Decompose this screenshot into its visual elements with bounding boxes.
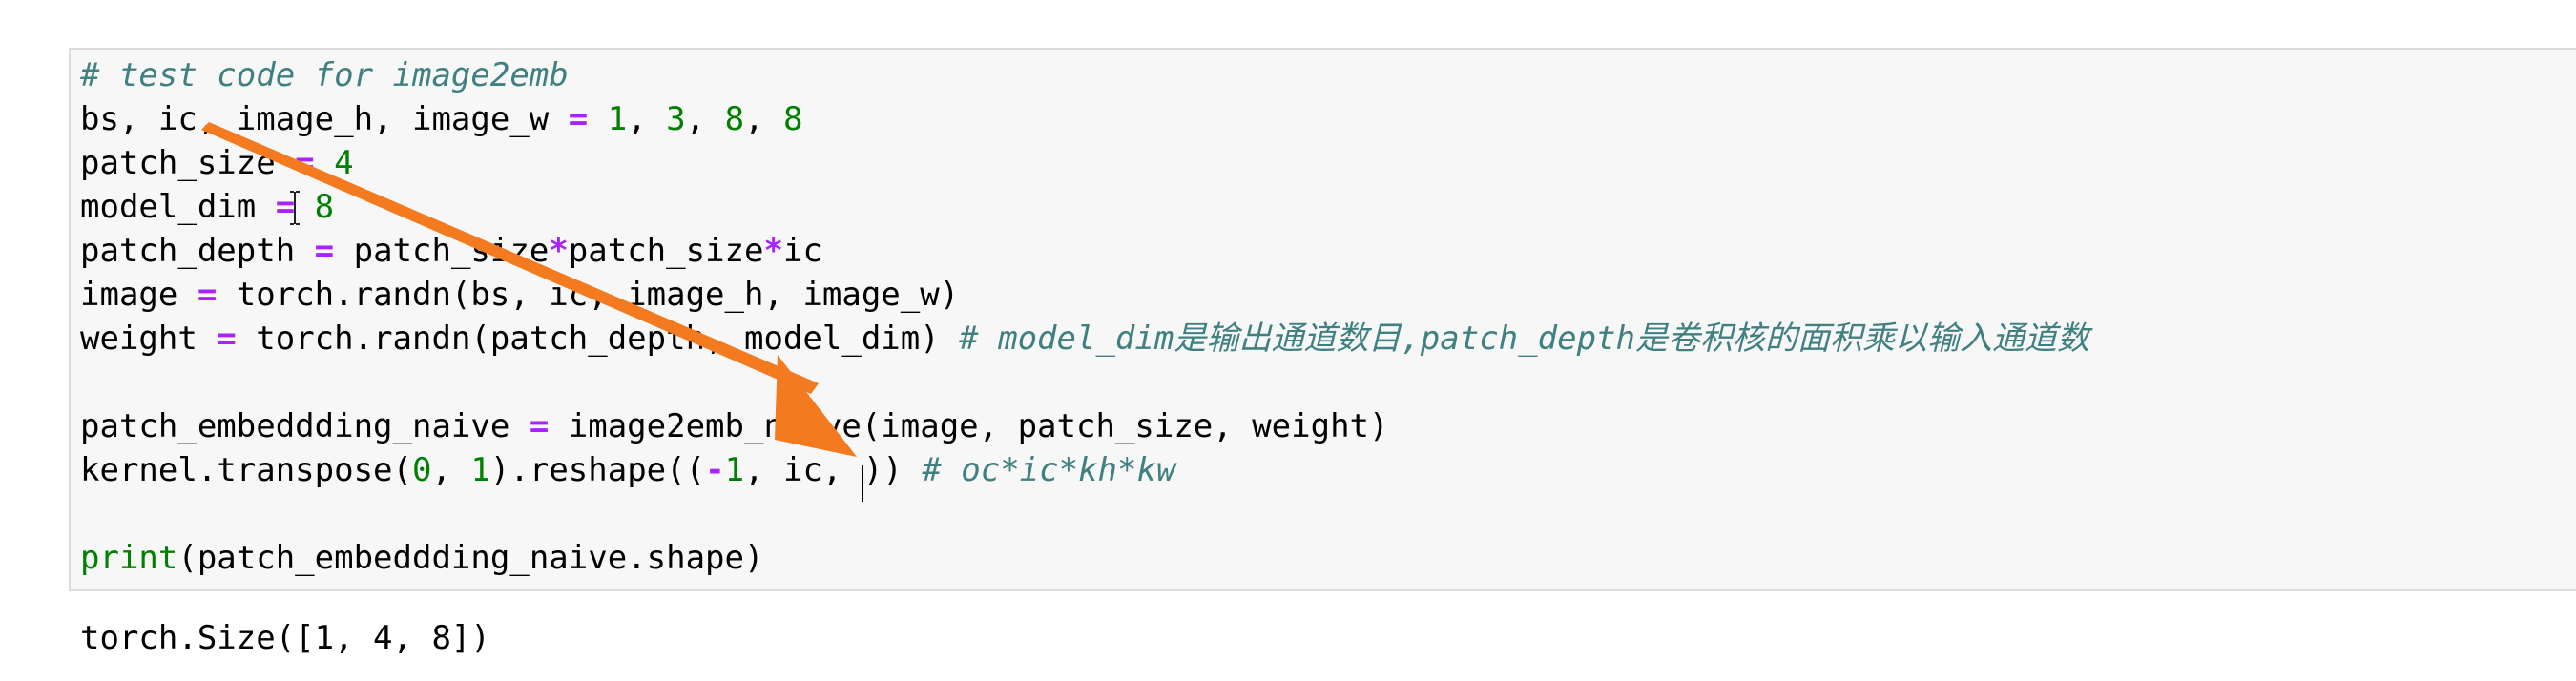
code-line: patch_embeddding_naive = image2emb_naive…	[80, 404, 2089, 448]
code-token: 1	[470, 451, 490, 489]
code-token: ,	[744, 100, 784, 138]
code-line: # test code for image2emb	[80, 53, 2089, 97]
code-token: model_dim	[80, 188, 276, 226]
code-line: image = torch.randn(bs, ic, image_h, ima…	[80, 273, 2089, 317]
code-token: *	[549, 232, 569, 270]
code-token: -	[705, 451, 725, 489]
code-line: model_dim = 8	[80, 185, 2089, 229]
code-comment: # model_dim是输出通道数目,patch_depth是卷积核的面积乘以输…	[959, 320, 2089, 358]
code-token: (patch_embeddding_naive.shape)	[177, 539, 764, 577]
text-cursor-icon	[290, 191, 300, 225]
code-token: ,	[431, 451, 471, 489]
code-token: ))	[862, 451, 923, 489]
code-token: torch.randn(bs, ic, image_h, image_w)	[217, 276, 960, 314]
code-line: kernel.transpose(0, 1).reshape((-1, ic, …	[80, 448, 2089, 502]
code-token: *	[763, 232, 783, 270]
code-token: ,	[627, 100, 667, 138]
code-token: ic	[782, 232, 822, 270]
code-token: torch.randn(patch_depth, model_dim)	[236, 320, 960, 358]
code-token: patch_size	[80, 144, 296, 182]
code-token: 8	[724, 100, 745, 138]
code-token: weight	[80, 320, 218, 358]
code-comment: # oc*ic*kh*kw	[922, 451, 1176, 489]
code-line: print(patch_embeddding_naive.shape)	[80, 536, 2089, 580]
code-token: patch_embeddding_naive	[80, 407, 530, 445]
code-token: patch_size	[334, 232, 550, 270]
code-token: =	[217, 320, 237, 358]
code-token: patch_size	[568, 232, 764, 270]
code-token: 4	[334, 144, 354, 182]
code-line	[80, 492, 2089, 536]
code-comment: # test code for image2emb	[80, 56, 569, 94]
code-token: 8	[314, 188, 335, 226]
code-token: 1	[607, 100, 628, 138]
code-token: =	[529, 407, 550, 445]
code-token: kernel.transpose(	[80, 451, 412, 489]
code-token: =	[295, 144, 315, 182]
code-token: 3	[666, 100, 686, 138]
code-token: 8	[783, 100, 803, 138]
code-token: , ic,	[744, 451, 862, 489]
code-token	[315, 144, 334, 182]
code-token: =	[568, 100, 589, 138]
output-text: torch.Size([1, 4, 8])	[80, 619, 490, 657]
code-line: patch_size = 4	[80, 141, 2089, 185]
code-token: bs, ic, image_h, image_w	[80, 100, 569, 138]
code-token: =	[314, 232, 335, 270]
text-caret: |	[861, 465, 863, 502]
code-token: print	[80, 539, 178, 577]
code-token	[588, 100, 607, 138]
code-line: patch_depth = patch_size*patch_size*ic	[80, 229, 2089, 273]
code-token: image	[80, 276, 197, 314]
code-token: patch_depth	[80, 232, 315, 270]
code-token: ,	[685, 100, 725, 138]
code-line	[80, 361, 2089, 404]
cell-output: torch.Size([1, 4, 8])	[80, 616, 490, 660]
code-token: 1	[724, 451, 745, 489]
code-token: ).reshape((	[489, 451, 706, 489]
code-line: weight = torch.randn(patch_depth, model_…	[80, 317, 2089, 361]
code-token: =	[197, 276, 218, 314]
code-line: bs, ic, image_h, image_w = 1, 3, 8, 8	[80, 97, 2089, 141]
code-token: 0	[412, 451, 432, 489]
code-token: image2emb_naive(image, patch_size, weigh…	[549, 407, 1389, 445]
